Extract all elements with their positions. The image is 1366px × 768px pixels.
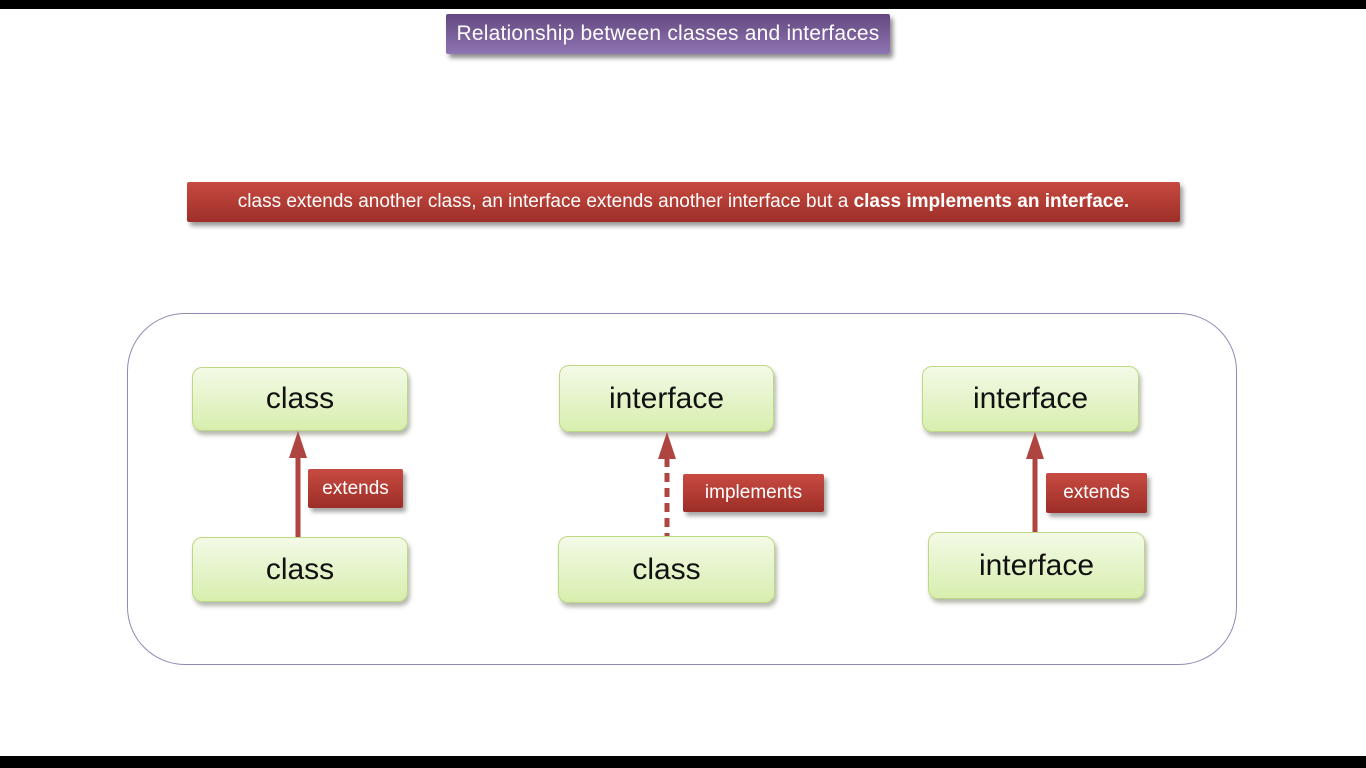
node-label: interface bbox=[978, 548, 1095, 582]
extends-arrow-solid-2 bbox=[1026, 432, 1044, 532]
slide-title-text: Relationship between classes and interfa… bbox=[456, 22, 880, 45]
relation-label-implements: implements bbox=[683, 474, 824, 512]
node-label: class bbox=[632, 552, 701, 586]
slide-title: Relationship between classes and interfa… bbox=[446, 14, 890, 54]
node-class-implementer: class bbox=[558, 536, 775, 603]
node-class-parent: class bbox=[192, 367, 408, 431]
letterbox-top bbox=[0, 0, 1366, 9]
relation-text: extends bbox=[1063, 482, 1130, 503]
note-text-bold: class implements an interface. bbox=[853, 191, 1130, 212]
arrowhead-icon bbox=[289, 431, 307, 458]
node-interface-implemented: interface bbox=[559, 365, 774, 432]
extends-arrow-solid bbox=[289, 431, 307, 537]
node-label: class bbox=[265, 382, 335, 415]
node-interface-child: interface bbox=[928, 532, 1145, 599]
implements-arrow-dashed bbox=[658, 432, 676, 536]
relation-label-extends-2: extends bbox=[1046, 473, 1147, 513]
node-label: interface bbox=[972, 382, 1089, 415]
node-class-child: class bbox=[192, 537, 408, 602]
arrowhead-icon bbox=[658, 432, 676, 459]
arrowhead-icon bbox=[1026, 432, 1044, 459]
note-banner: class extends another class, an interfac… bbox=[187, 182, 1180, 222]
node-label: class bbox=[265, 552, 335, 586]
letterbox-bottom bbox=[0, 756, 1366, 768]
node-label: interface bbox=[608, 381, 725, 415]
node-interface-parent: interface bbox=[922, 366, 1139, 432]
relation-text: extends bbox=[322, 477, 389, 499]
relation-label-extends-1: extends bbox=[308, 469, 403, 508]
note-text-regular: class extends another class, an interfac… bbox=[237, 191, 854, 212]
relation-text: implements bbox=[704, 482, 803, 503]
